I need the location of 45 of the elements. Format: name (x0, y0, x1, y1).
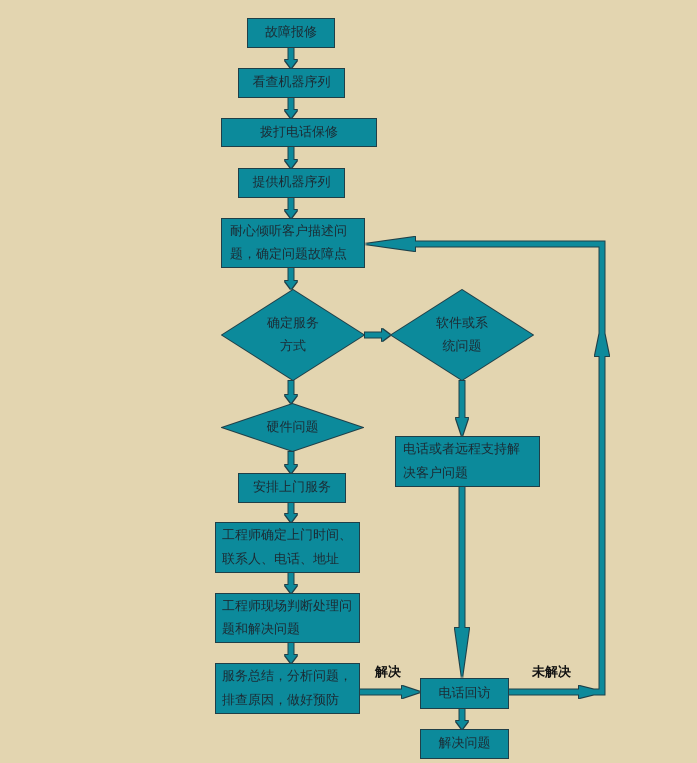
step-text: 工程师现场判断处理问题和解决问题 (222, 598, 353, 639)
step-text: 服务总结，分析问题，排查原因，做好预防 (222, 668, 353, 710)
process-box (420, 678, 509, 709)
decision-diamond (221, 289, 365, 381)
decision-text: 硬件问题 (266, 418, 320, 437)
process-box (238, 473, 346, 503)
process-box (221, 118, 377, 147)
decision-diamond (390, 289, 534, 381)
process-box (221, 218, 365, 268)
step-text: 看查机器序列 (252, 74, 330, 92)
arrow (285, 98, 297, 118)
step-text: 工程师确定上门时间、联系人、电话、地址 (222, 527, 353, 568)
arrow (285, 452, 297, 473)
arrow (285, 503, 297, 522)
process-box (395, 436, 540, 487)
step-text: 拨打电话保修 (260, 124, 338, 142)
arrow (285, 147, 297, 168)
process-box (238, 68, 345, 98)
arrow (285, 48, 297, 68)
step-text: 耐心倾听客户描述问题，确定问题故障点 (230, 222, 348, 264)
arrow (455, 487, 469, 678)
arrow (285, 198, 297, 218)
process-box (238, 168, 345, 198)
step-text: 解决问题 (438, 735, 490, 754)
process-box (215, 522, 360, 573)
arrow (456, 381, 468, 436)
arrow (456, 709, 468, 729)
arrow (285, 268, 297, 289)
decision-text: 确定服务方式 (266, 314, 320, 356)
arrow (285, 573, 297, 593)
process-box (215, 593, 360, 643)
arrow (285, 643, 297, 663)
step-text: 电话回访 (438, 684, 490, 703)
step-text: 提供机器序列 (252, 174, 330, 192)
step-text: 故障报修 (265, 24, 317, 42)
decision-text: 软件或系统问题 (435, 314, 489, 356)
arrow (365, 329, 390, 341)
arrow (360, 686, 420, 698)
arrow (285, 381, 297, 403)
step-text: 安排上门服务 (253, 479, 331, 498)
process-box (247, 18, 335, 48)
step-text: 电话或者远程支持解决客户问题 (403, 441, 521, 482)
decision-diamond (221, 403, 364, 452)
process-box (420, 729, 509, 759)
process-box (215, 663, 360, 714)
